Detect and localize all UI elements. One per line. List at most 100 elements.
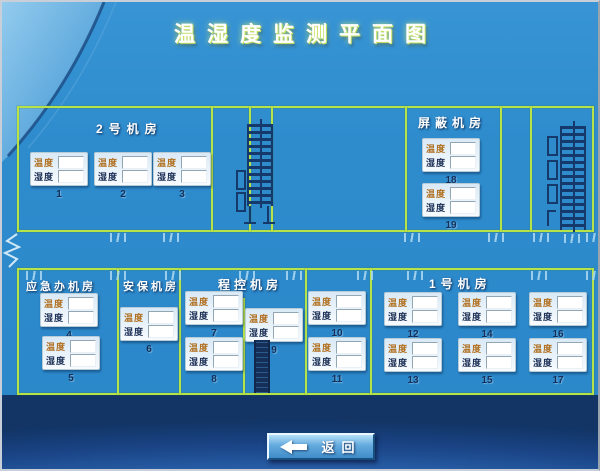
temperature-label: 温度 — [124, 312, 145, 323]
sensor-panel: 温度湿度 — [529, 338, 587, 372]
temperature-label: 温度 — [44, 298, 65, 309]
temperature-value-box[interactable] — [213, 340, 239, 354]
temperature-label: 温度 — [388, 343, 409, 354]
temperature-label: 温度 — [34, 157, 55, 168]
temperature-value-box[interactable] — [273, 311, 299, 325]
temperature-label: 温度 — [462, 343, 483, 354]
temperature-value-box[interactable] — [181, 155, 207, 169]
humidity-value-box[interactable] — [557, 355, 583, 369]
wall — [17, 268, 19, 395]
temperature-value-box[interactable] — [70, 339, 96, 353]
sensor-number: 15 — [481, 375, 493, 386]
temperature-value-box[interactable] — [412, 341, 438, 355]
temperature-value-box[interactable] — [58, 155, 84, 169]
temperature-value-box[interactable] — [557, 295, 583, 309]
wall — [405, 106, 407, 232]
door-opening-symbol — [586, 271, 598, 280]
sensor-panel: 温度湿度 — [153, 152, 211, 186]
humidity-value-box[interactable] — [213, 354, 239, 368]
door-opening-symbol — [488, 233, 504, 242]
humidity-label: 湿度 — [462, 311, 483, 322]
ladder-icon — [254, 340, 270, 393]
sensor-panel: 温度湿度 — [422, 183, 480, 217]
door-opening-symbol — [165, 271, 181, 280]
wall — [592, 106, 594, 232]
humidity-value-box[interactable] — [70, 353, 96, 367]
humidity-label: 湿度 — [189, 356, 210, 367]
room-label: 安保机房 — [123, 281, 179, 293]
temperature-value-box[interactable] — [122, 155, 148, 169]
temperature-value-box[interactable] — [412, 295, 438, 309]
door-opening-symbol — [286, 271, 302, 280]
wall — [211, 106, 213, 232]
temperature-value-box[interactable] — [68, 296, 94, 310]
temperature-label: 温度 — [189, 296, 210, 307]
sensor-number: 5 — [68, 373, 74, 384]
sensor-panel: 温度湿度 — [308, 337, 366, 371]
sensor-panel: 温度湿度 — [185, 337, 243, 371]
humidity-value-box[interactable] — [557, 309, 583, 323]
sensor-number: 12 — [407, 329, 419, 340]
door-opening-symbol — [26, 271, 42, 280]
sensor-number: 17 — [552, 375, 564, 386]
humidity-value-box[interactable] — [486, 355, 512, 369]
temperature-label: 温度 — [312, 296, 333, 307]
temperature-value-box[interactable] — [450, 186, 476, 200]
temperature-label: 温度 — [388, 297, 409, 308]
humidity-label: 湿度 — [46, 355, 67, 366]
sensor-number: 14 — [481, 329, 493, 340]
back-button-label: 返回 — [321, 440, 362, 455]
door-opening-symbol — [407, 271, 423, 280]
door-opening-symbol — [531, 271, 547, 280]
humidity-value-box[interactable] — [450, 200, 476, 214]
door-opening-symbol — [586, 233, 598, 242]
staircase-icon — [547, 121, 586, 232]
room-label: 1号机房 — [429, 277, 492, 291]
humidity-value-box[interactable] — [213, 308, 239, 322]
humidity-label: 湿度 — [249, 327, 270, 338]
temperature-value-box[interactable] — [336, 294, 362, 308]
humidity-value-box[interactable] — [412, 309, 438, 323]
back-button[interactable]: 返回 — [267, 433, 375, 460]
humidity-value-box[interactable] — [122, 169, 148, 183]
temperature-value-box[interactable] — [450, 141, 476, 155]
room-label: 应急办机房 — [26, 281, 96, 293]
sensor-number: 19 — [445, 220, 457, 231]
humidity-label: 湿度 — [157, 171, 178, 182]
wall — [179, 268, 181, 395]
humidity-value-box[interactable] — [148, 324, 174, 338]
humidity-value-box[interactable] — [450, 155, 476, 169]
humidity-label: 湿度 — [312, 356, 333, 367]
humidity-label: 湿度 — [312, 310, 333, 321]
humidity-value-box[interactable] — [273, 325, 299, 339]
wall — [243, 298, 245, 395]
humidity-label: 湿度 — [462, 357, 483, 368]
humidity-label: 湿度 — [124, 326, 145, 337]
humidity-value-box[interactable] — [181, 169, 207, 183]
humidity-value-box[interactable] — [412, 355, 438, 369]
temperature-value-box[interactable] — [557, 341, 583, 355]
sensor-panel: 温度湿度 — [245, 308, 303, 342]
temperature-value-box[interactable] — [213, 294, 239, 308]
wall — [305, 268, 307, 395]
room-label: 2号机房 — [96, 122, 163, 136]
sensor-panel: 温度湿度 — [308, 291, 366, 325]
humidity-value-box[interactable] — [58, 169, 84, 183]
door-opening-symbol — [357, 271, 373, 280]
temperature-value-box[interactable] — [148, 310, 174, 324]
humidity-value-box[interactable] — [336, 354, 362, 368]
sensor-number: 10 — [331, 328, 343, 339]
room-label: 程控机房 — [218, 278, 283, 292]
left-arrow-icon — [280, 439, 308, 454]
humidity-value-box[interactable] — [336, 308, 362, 322]
temperature-value-box[interactable] — [486, 341, 512, 355]
sensor-number: 8 — [211, 374, 217, 385]
door-opening-symbol — [239, 271, 255, 280]
temperature-value-box[interactable] — [486, 295, 512, 309]
temperature-value-box[interactable] — [336, 340, 362, 354]
humidity-value-box[interactable] — [486, 309, 512, 323]
humidity-label: 湿度 — [388, 311, 409, 322]
wall — [117, 268, 119, 395]
humidity-value-box[interactable] — [68, 310, 94, 324]
temperature-label: 温度 — [533, 343, 554, 354]
